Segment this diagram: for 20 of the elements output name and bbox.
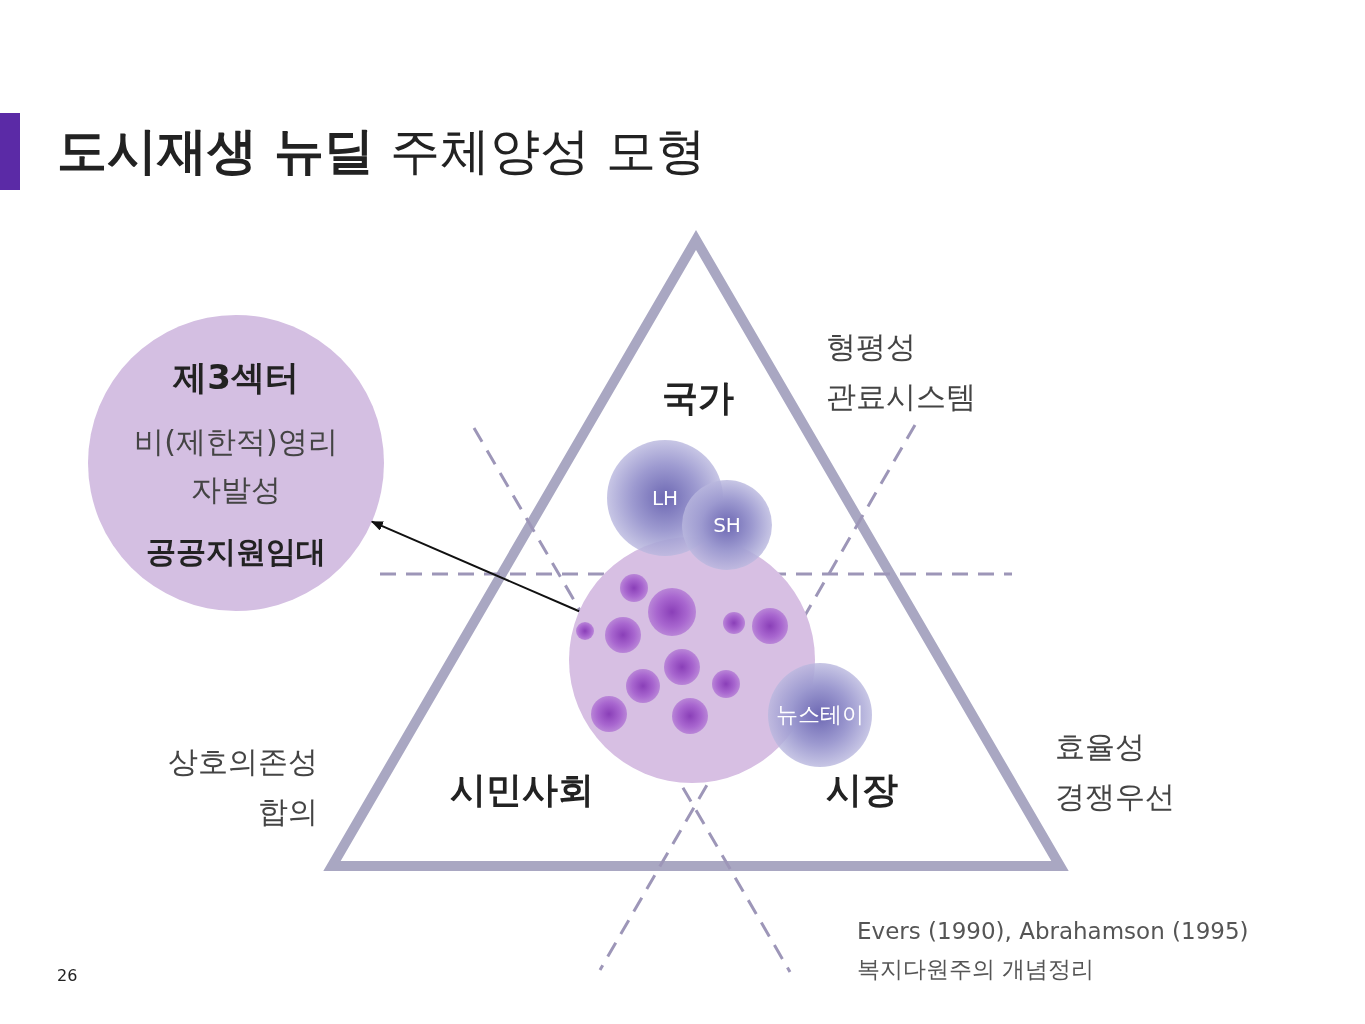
- node-title: SH: [713, 512, 741, 539]
- sector-label: 시장: [826, 772, 898, 808]
- node-title: 뉴스테이: [776, 701, 864, 730]
- value-label: 경쟁우선: [1055, 782, 1175, 812]
- value-label: 상호의존성: [168, 747, 318, 777]
- value-label: 형평성: [826, 332, 916, 362]
- sector-label: 국가: [662, 380, 734, 416]
- node-title: 제3섹터: [173, 355, 299, 399]
- value-label: 합의: [258, 797, 318, 827]
- source-note: 복지다원주의 개념정리: [857, 958, 1095, 981]
- value-label: 효율성: [1055, 732, 1145, 762]
- page-number: 26: [57, 968, 78, 984]
- value-label: 관료시스템: [826, 382, 976, 412]
- node-title: LH: [651, 485, 679, 512]
- node-text: 비(제한적)영리 자발성: [133, 423, 339, 510]
- node-text: 공공지원임대: [146, 533, 326, 572]
- title: 도시재생 뉴딜 주체양성 모형: [57, 121, 707, 182]
- arrow: [370, 520, 581, 613]
- source-note: Evers (1990), Abrahamson (1995): [857, 920, 1249, 943]
- sector-label: 시민사회: [450, 772, 594, 808]
